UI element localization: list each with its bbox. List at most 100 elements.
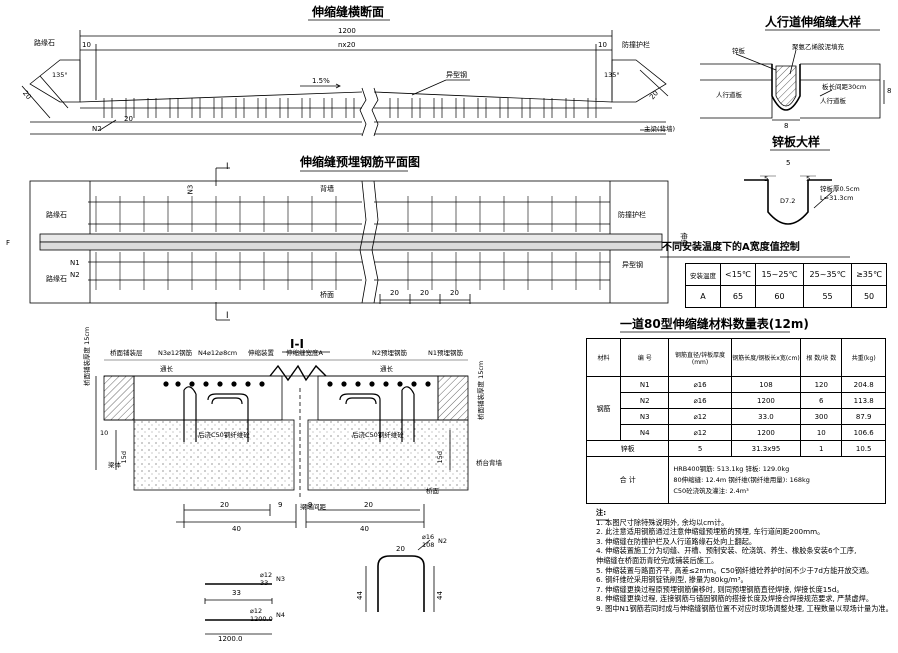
mat-r0-no: N1: [620, 376, 670, 393]
mat-r2-qty: 300: [800, 408, 843, 425]
note-7: 7. 伸缩缝更换过程原预埋钢筋偏移时, 则同预埋钢筋直径焊接, 焊接长度15d。: [596, 584, 844, 594]
n2-shape-h2: 44: [435, 591, 444, 600]
plan-curb-top: 路缘石: [46, 211, 67, 219]
sec-beam-right: 桥台背墙: [476, 459, 502, 467]
temp-header-1: 15~25℃: [754, 263, 805, 286]
plan-bars: [95, 196, 601, 290]
mat-h-4: 根 数/块 数: [800, 338, 843, 377]
plate-right: 5: [806, 175, 811, 183]
n3-label: N3: [186, 184, 195, 195]
section-rebar-dot: [163, 381, 169, 387]
n2-shape-top: 20: [396, 545, 405, 553]
sec-label-0: 桥面铺装层: [110, 349, 143, 357]
sec-bottom-right: 桥面: [426, 487, 439, 495]
cross-section-bars: [103, 98, 597, 118]
angle-left: 135°: [52, 71, 68, 79]
temp-value-2: 55: [802, 285, 853, 308]
mat-total-label: 合 计: [585, 456, 670, 504]
mat-r2-no: N3: [620, 408, 670, 425]
mat-r2-wt: 87.9: [841, 408, 886, 425]
n4-shape-sub: 1200.0: [250, 615, 273, 623]
angle-right: 135°: [604, 71, 620, 79]
plate-top: 5: [786, 159, 791, 167]
rebar-shapes: [204, 539, 435, 635]
plan-n1: N1: [70, 259, 80, 267]
n3-shape-len: 33: [232, 589, 241, 597]
plan-title: 伸缩缝预埋钢筋平面图: [300, 155, 421, 169]
plan-beam-top: 背墙: [320, 185, 334, 193]
mat-r0-dia: ⌀16: [668, 376, 732, 393]
girder-label: 主梁(背墙): [644, 125, 676, 133]
dim-mid: nx20: [338, 41, 356, 49]
temp-value-1: 60: [754, 285, 805, 308]
n2-shape-name: N2: [438, 537, 447, 545]
curb-left-label: 路缘石: [34, 39, 55, 47]
note-4: 4. 伸缩装置施工分为切缝、开槽、预制安装、砼浇筑、养生、橡胶条安装6个工序,: [596, 546, 857, 556]
sec-dim-15d-right: 15d: [435, 451, 444, 464]
mat-r1-qty: 6: [800, 392, 843, 409]
material-table-title: 一道80型伸缩缝材料数量表(12m): [620, 317, 809, 331]
sw-filler: 聚氨乙烯胶泥填充: [792, 43, 844, 51]
n4-shape-name: N4: [276, 611, 285, 619]
sec-gap-label: 梁端间距: [300, 503, 326, 511]
plate-detail-drawing: [744, 149, 833, 225]
mat-r1-len: 1200: [730, 392, 802, 409]
section-rebar-dot: [411, 381, 417, 387]
section-rebar-dot: [231, 381, 237, 387]
sw-plate: 锌板: [732, 47, 745, 55]
plan-n2: N2: [70, 271, 80, 279]
mat-group: 钢筋: [585, 376, 622, 441]
note-8: 8. 伸缩缝更换过程, 连接钢筋与锚固钢筋的搭接长度及焊接合焊接规范要求, 严禁…: [596, 594, 874, 604]
notes-title: 注:: [596, 508, 607, 517]
mat-r2-len: 33.0: [730, 408, 802, 425]
section-hooks: [183, 386, 415, 442]
section-rebar-dot: [327, 381, 333, 387]
sec-concrete-left: 后浇C50钢纤维砼: [198, 431, 250, 439]
mat-plate-dia: 5: [668, 440, 732, 457]
sec-label-6: N1预埋钢筋: [428, 349, 463, 357]
section-rebar-dots: [163, 381, 431, 387]
n4-shape-dia: ⌀12: [250, 607, 263, 615]
note-2: 2. 此注意适用钢筋通过注意伸缩缝预埋筋的预埋, 车行道间距200mm。: [596, 527, 825, 537]
plan-dim-3: 20: [450, 289, 459, 297]
material-table: 材料 编 号 钢筋直径/锌板厚度 (mm) 钢筋长度/钢板长x宽(cm) 根 数…: [585, 338, 886, 504]
section-rebar-dot: [397, 381, 403, 387]
curb-right-label: 防撞护栏: [622, 41, 650, 49]
sec-beam-left: 梁体: [108, 461, 121, 469]
mat-plate-len: 31.3x95: [730, 440, 802, 457]
sec-dim-10: 10: [100, 429, 109, 437]
sec-label-3: 伸缩装置: [248, 349, 274, 357]
temp-value-0: 65: [720, 285, 756, 308]
mat-r3-no: N4: [620, 424, 670, 441]
plate-length: L=31.3cm: [820, 194, 854, 202]
plan-dim-1: 20: [390, 289, 399, 297]
plan-dim-2: 20: [420, 289, 429, 297]
mat-total-line-1: 80伸缩缝: 12.4m 钢纤维(钢纤维用量): 168kg: [673, 475, 810, 484]
sw-spacing: 板长间距30cm: [822, 83, 867, 91]
sec-label-4: 伸缩缝宽度A: [286, 349, 323, 357]
mat-h-1: 编 号: [620, 338, 670, 377]
mat-total-line-0: HRB400钢筋: 513.1kg 锌板: 129.0kg: [673, 464, 790, 473]
plate-left: 5: [764, 175, 769, 183]
temp-header-2: 25~35℃: [802, 263, 853, 286]
note-5: 5. 伸缩装置与路面齐平, 高差≤2mm。C50钢纤维砼养护时间不少于7d方能开…: [596, 565, 874, 575]
dim-total: 1200: [338, 27, 356, 35]
n3-shape-name: N3: [276, 575, 285, 583]
mat-r3-wt: 106.6: [841, 424, 886, 441]
section-rebar-dot: [355, 381, 361, 387]
section-rebar-dot: [425, 381, 431, 387]
section-rebar-dot: [175, 381, 181, 387]
n2-shape-sub: 108: [422, 541, 435, 549]
cut-bottom: I: [226, 311, 229, 321]
plan-barrier: 防撞护栏: [618, 211, 646, 219]
joint-label: 异型钢: [446, 71, 467, 79]
section-rebar-dot: [203, 381, 209, 387]
mat-total-cell: HRB400钢筋: 513.1kg 锌板: 129.0kg 80伸缩缝: 12.…: [668, 456, 886, 504]
slope-label: 1.5%: [312, 77, 330, 85]
sec-dim-3: 9: [308, 501, 313, 509]
plan-f: F: [6, 239, 11, 247]
n4-shape-len: 1200.0: [218, 635, 243, 643]
note-6: 6. 钢纤维砼采用钢锭铣削型, 掺量为80kg/m³。: [596, 575, 748, 585]
sw-dim-bottom: 8: [784, 122, 789, 130]
